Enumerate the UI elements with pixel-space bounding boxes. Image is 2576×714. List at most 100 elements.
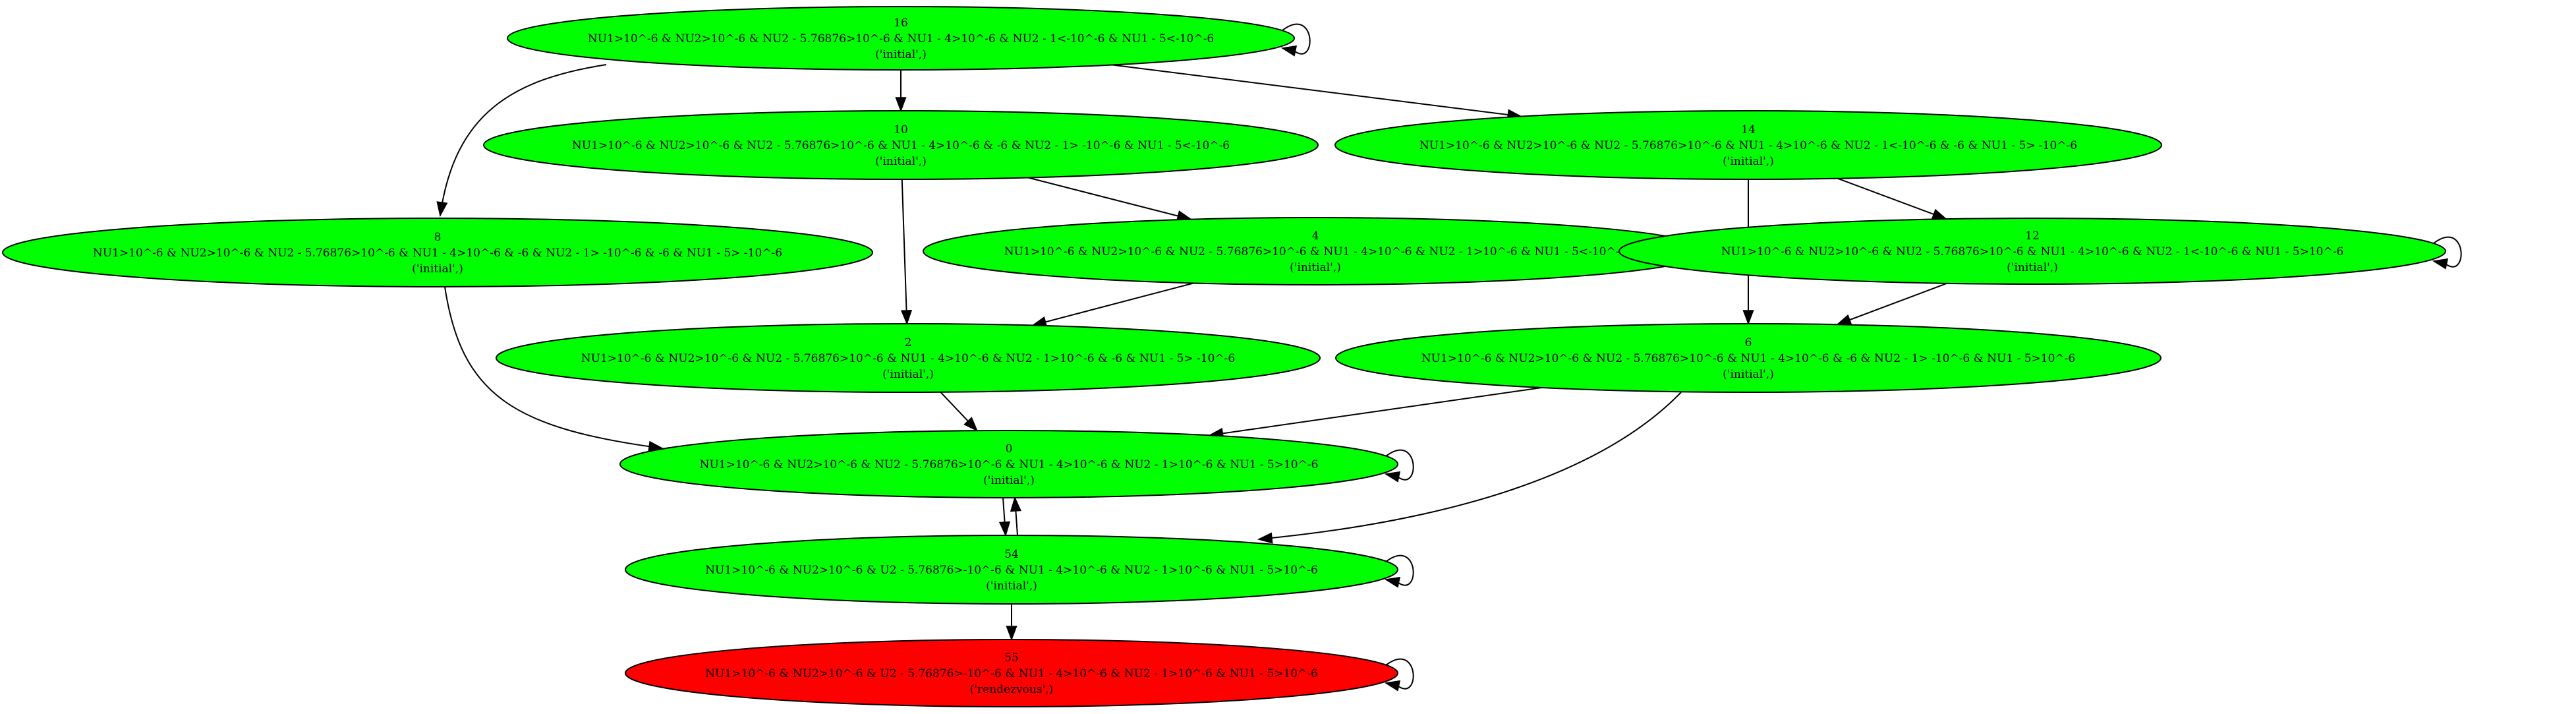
node-id-label: 4 xyxy=(1312,229,1319,243)
edge-arrowhead xyxy=(998,521,1011,537)
edge-arrowhead xyxy=(1836,314,1852,325)
edge-line xyxy=(444,286,663,449)
node-id-label: 54 xyxy=(1004,548,1019,561)
edge-arrowhead xyxy=(1384,680,1401,692)
edge-arrowhead xyxy=(1384,471,1401,483)
edge-54-to-55 xyxy=(1006,604,1017,641)
node-condition-label: NU1>10^-6 & NU2>10^-6 & NU2 - 5.76876>10… xyxy=(1721,245,2344,258)
edge-16-to-14 xyxy=(1112,64,1523,121)
node-id-label: 12 xyxy=(2025,229,2040,243)
node-state-label: ('rendezvous',) xyxy=(970,683,1054,696)
node-state-label: ('initial',) xyxy=(983,474,1035,487)
edge-line xyxy=(901,179,908,324)
node-ellipse xyxy=(1334,110,2162,180)
edge-55-to-55 xyxy=(1384,659,1414,692)
node-state-label: ('initial',) xyxy=(882,368,934,381)
edge-16-to-8 xyxy=(436,64,607,218)
node-condition-label: NU1>10^-6 & NU2>10^-6 & NU2 - 5.76876>10… xyxy=(93,247,782,260)
node-state-label: ('initial',) xyxy=(2007,261,2058,274)
node-condition-label: NU1>10^-6 & NU2>10^-6 & NU2 - 5.76876>10… xyxy=(700,458,1319,471)
edge-line xyxy=(440,64,607,216)
edge-2-to-0 xyxy=(940,392,979,432)
edge-arrowhead xyxy=(1280,45,1298,57)
node-state-label: ('initial',) xyxy=(1290,261,1341,274)
node-condition-label: NU1>10^-6 & NU2>10^-6 & NU2 - 5.76876>10… xyxy=(1004,245,1627,258)
node-ellipse xyxy=(625,639,1398,707)
node-id-label: 8 xyxy=(434,231,442,244)
node-id-label: 6 xyxy=(1745,336,1752,349)
edge-arrowhead xyxy=(1006,626,1017,641)
node-condition-label: NU1>10^-6 & NU2>10^-6 & NU2 - 5.76876>10… xyxy=(1421,352,2076,365)
edge-16-to-10 xyxy=(895,70,907,113)
edge-14-to-12 xyxy=(1837,177,1948,220)
node-condition-label: NU1>10^-6 & NU2>10^-6 & NU2 - 5.76876>10… xyxy=(581,352,1236,365)
edge-line xyxy=(1112,64,1522,117)
node-ellipse xyxy=(507,6,1295,71)
node-id-label: 16 xyxy=(894,16,908,30)
edge-arrowhead xyxy=(1010,496,1022,512)
edge-16-to-16 xyxy=(1280,24,1311,57)
edge-line xyxy=(1385,659,1414,690)
node-state-label: ('initial',) xyxy=(1723,155,1774,168)
edge-line xyxy=(1837,282,1947,326)
edge-arrowhead xyxy=(2432,258,2449,270)
node-condition-label: NU1>10^-6 & NU2>10^-6 & NU2 - 5.76876>10… xyxy=(572,139,1230,152)
node-ellipse xyxy=(619,430,1398,498)
edge-line xyxy=(1209,387,1542,436)
edge-arrowhead xyxy=(963,417,979,432)
edge-line xyxy=(2433,237,2462,268)
edge-4-to-2 xyxy=(1031,282,1194,328)
node-id-label: 0 xyxy=(1006,442,1013,456)
edge-6-to-0 xyxy=(1208,387,1542,439)
edge-0-to-0 xyxy=(1384,450,1414,483)
edge-12-to-12 xyxy=(2432,237,2462,270)
node-state-label: ('initial',) xyxy=(875,48,927,61)
edge-line xyxy=(1028,177,1191,220)
node-state-label: ('initial',) xyxy=(875,155,927,168)
node-ellipse xyxy=(1618,218,2446,285)
edge-12-to-6 xyxy=(1836,282,1947,326)
edge-arrowhead xyxy=(1257,532,1273,544)
edge-10-to-4 xyxy=(1028,177,1193,222)
edge-line xyxy=(1385,555,1414,586)
node-condition-label: NU1>10^-6 & NU2>10^-6 & U2 - 5.76876>-10… xyxy=(705,564,1318,577)
edge-54-to-54 xyxy=(1384,555,1414,588)
node-ellipse xyxy=(483,110,1319,180)
edge-line xyxy=(1032,282,1194,326)
node-ellipse xyxy=(1335,323,2161,393)
node-condition-label: NU1>10^-6 & NU2>10^-6 & NU2 - 5.76876>10… xyxy=(588,32,1214,45)
node-ellipse xyxy=(496,323,1321,393)
node-id-label: 14 xyxy=(1741,123,1756,136)
edge-arrowhead xyxy=(895,97,907,113)
node-state-label: ('initial',) xyxy=(1723,368,1774,381)
edge-line xyxy=(1837,177,1947,220)
node-condition-label: NU1>10^-6 & NU2>10^-6 & U2 - 5.76876>-10… xyxy=(705,667,1318,680)
edge-arrowhead xyxy=(1384,576,1401,588)
node-ellipse xyxy=(2,218,873,287)
edge-54-to-0 xyxy=(1010,496,1022,536)
edge-6-to-54 xyxy=(1257,392,1682,544)
node-ellipse xyxy=(625,535,1398,605)
edge-arrowhead xyxy=(436,201,448,218)
node-condition-label: NU1>10^-6 & NU2>10^-6 & NU2 - 5.76876>10… xyxy=(1419,139,2077,152)
edge-line xyxy=(1282,24,1311,55)
edge-line xyxy=(1258,392,1682,540)
node-id-label: 55 xyxy=(1004,651,1019,665)
edge-line xyxy=(1385,450,1414,481)
node-id-label: 10 xyxy=(894,123,908,136)
node-state-label: ('initial',) xyxy=(986,580,1037,593)
node-id-label: 2 xyxy=(905,336,912,349)
node-state-label: ('initial',) xyxy=(412,262,463,276)
